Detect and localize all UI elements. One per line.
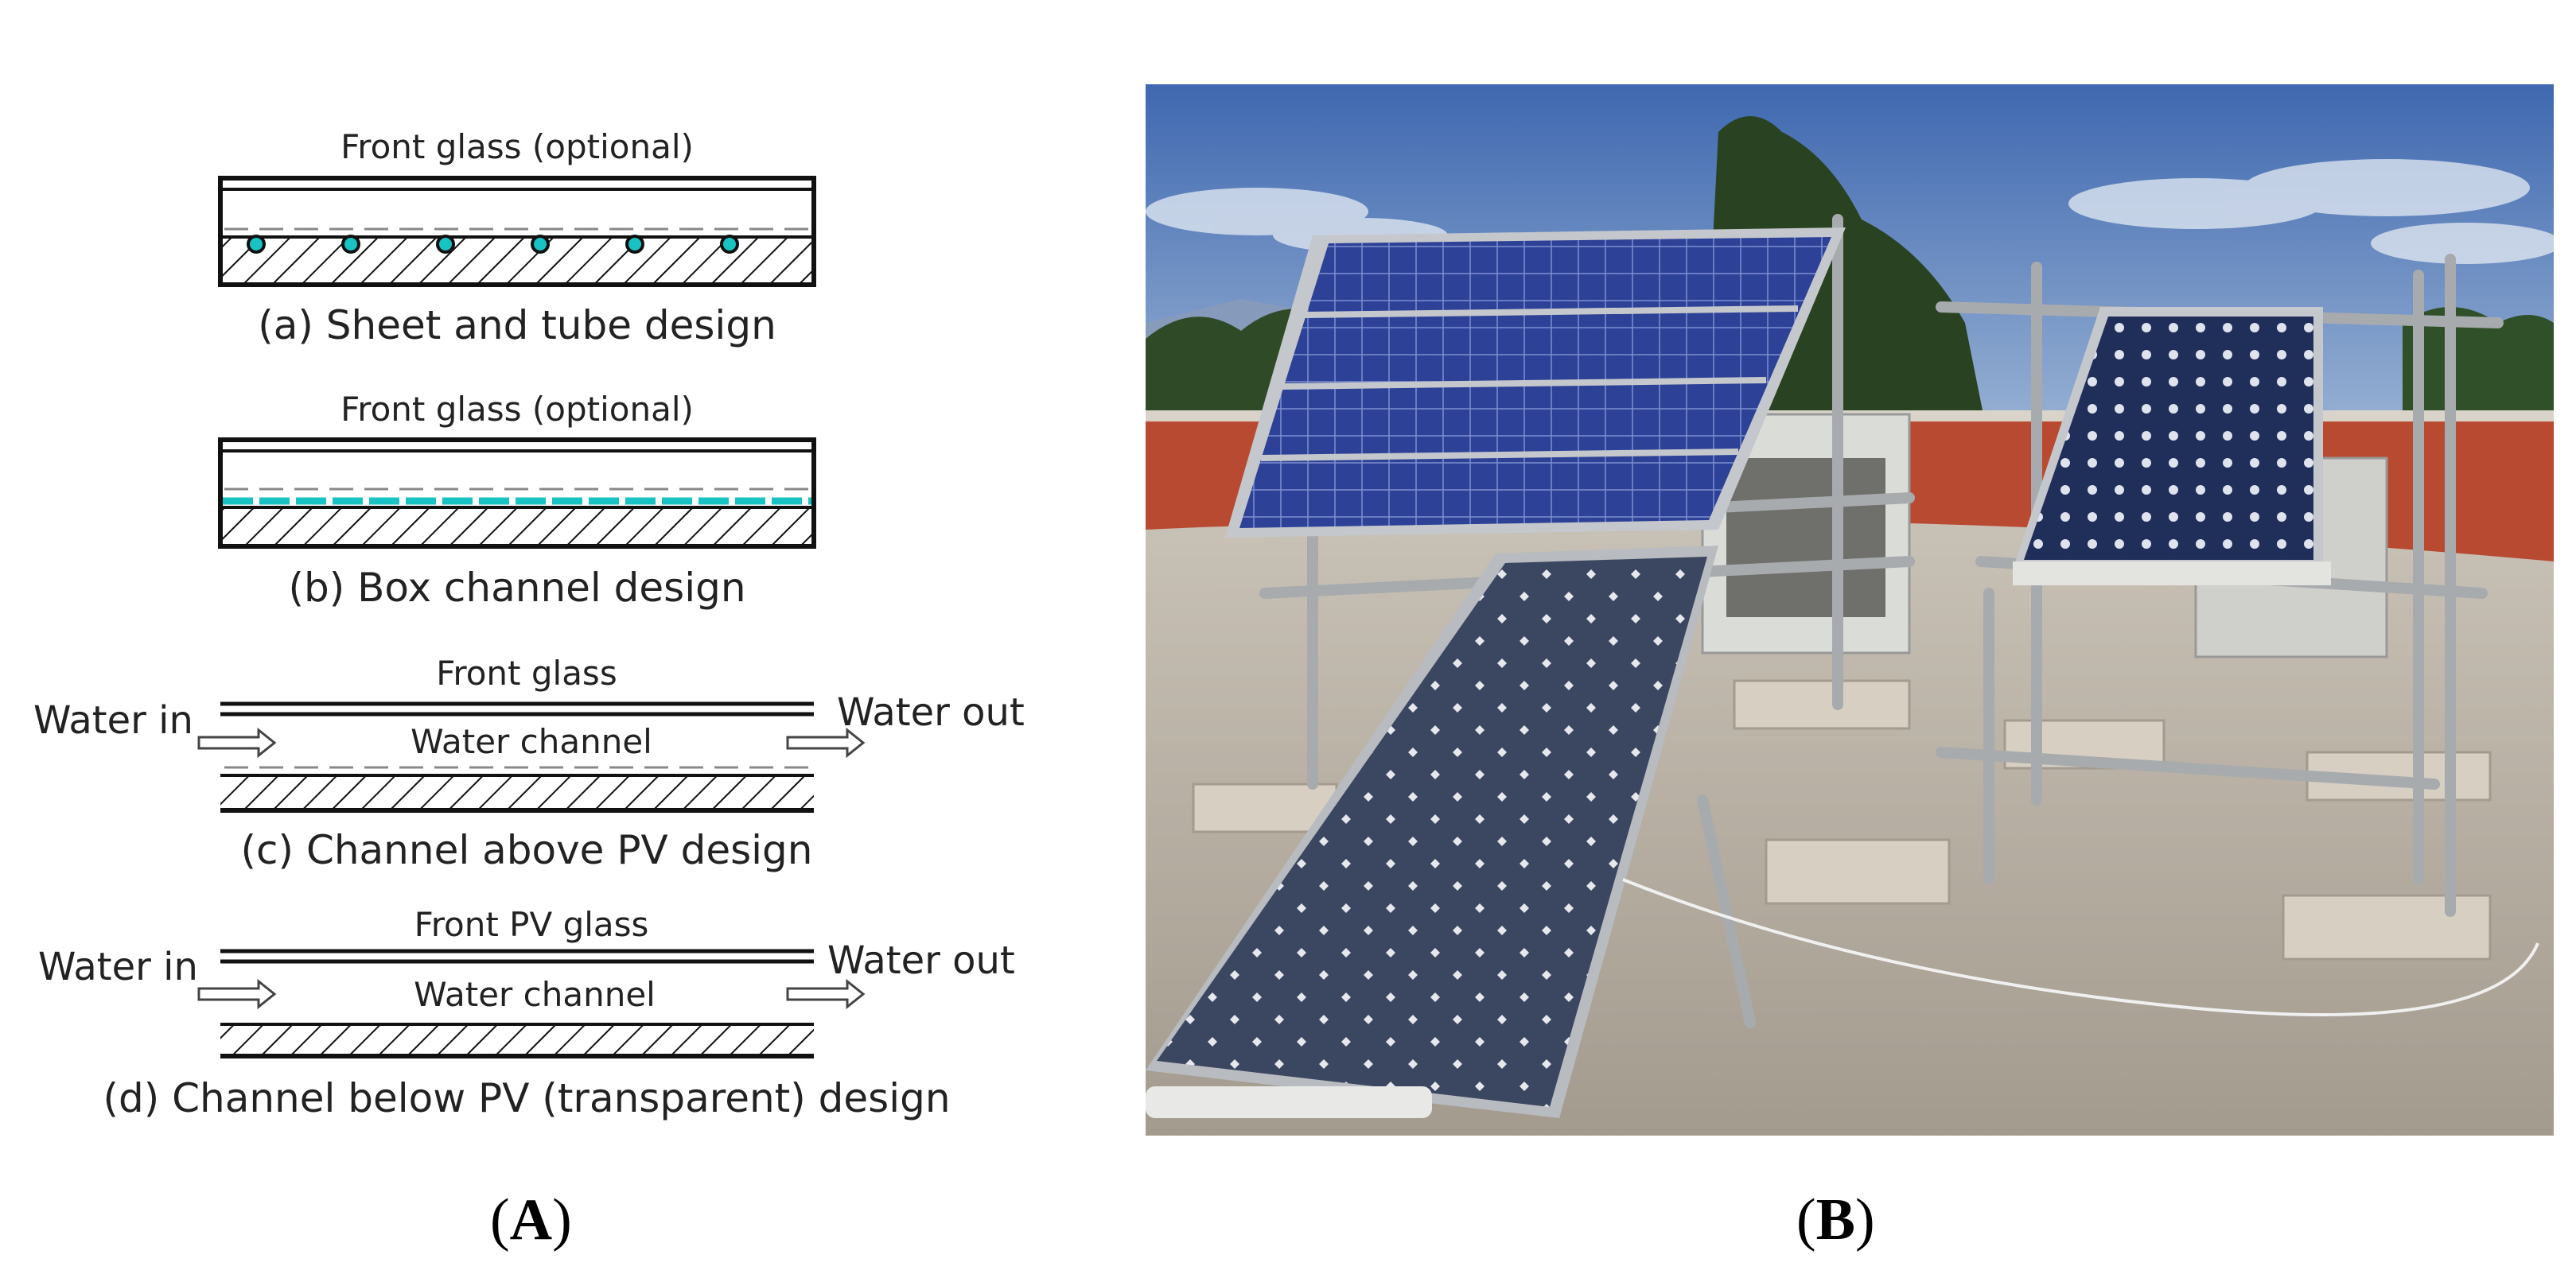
pv-panel-mono-right <box>2013 307 2331 585</box>
rooftop-pvt-photo <box>1146 84 2554 1136</box>
panel-a-label: (A) <box>490 1187 572 1253</box>
channel-below-pv-drawing <box>197 949 866 1058</box>
caption-d: (d) Channel below PV (transparent) desig… <box>103 1075 951 1121</box>
caption-a: (a) Sheet and tube design <box>258 302 776 348</box>
panel-a-letter: A <box>509 1187 553 1253</box>
pv-panel-blue-poly <box>1225 227 1846 538</box>
panel-b-letter: B <box>1815 1187 1856 1253</box>
caption-c: (c) Channel above PV design <box>240 827 813 873</box>
caption-b: (b) Box channel design <box>288 565 746 611</box>
water-in-label-c: Water in <box>33 698 193 743</box>
front-glass-label-b: Front glass (optional) <box>340 390 694 429</box>
inlet-arrow-icon <box>197 978 277 1010</box>
water-out-label-c: Water out <box>837 690 1025 735</box>
outlet-arrow-icon <box>786 978 866 1010</box>
panel-b-label: (B) <box>1796 1187 1875 1253</box>
outlet-arrow-icon <box>786 727 866 759</box>
water-out-label-d: Water out <box>827 938 1015 983</box>
tree-line-right <box>2403 307 2554 442</box>
box-channel-drawing <box>218 437 816 549</box>
sheet-and-tube-drawing <box>218 176 816 287</box>
channel-above-pv-drawing <box>197 701 866 813</box>
front-pv-glass-label-d: Front PV glass <box>414 905 649 944</box>
water-in-label-d: Water in <box>38 945 198 989</box>
pv-panel-front-dark <box>1146 546 1718 1118</box>
water-channel-label-d: Water channel <box>414 975 656 1014</box>
front-glass-label-c: Front glass <box>436 654 617 693</box>
inlet-arrow-icon <box>197 727 277 759</box>
panel-a: Front glass (optional) (a) Sheet and tub… <box>0 0 1114 1274</box>
water-channel-label-c: Water channel <box>411 722 652 761</box>
cables <box>1622 878 2539 1016</box>
panel-a-drawings <box>197 176 866 1058</box>
front-glass-label-a: Front glass (optional) <box>340 127 694 166</box>
